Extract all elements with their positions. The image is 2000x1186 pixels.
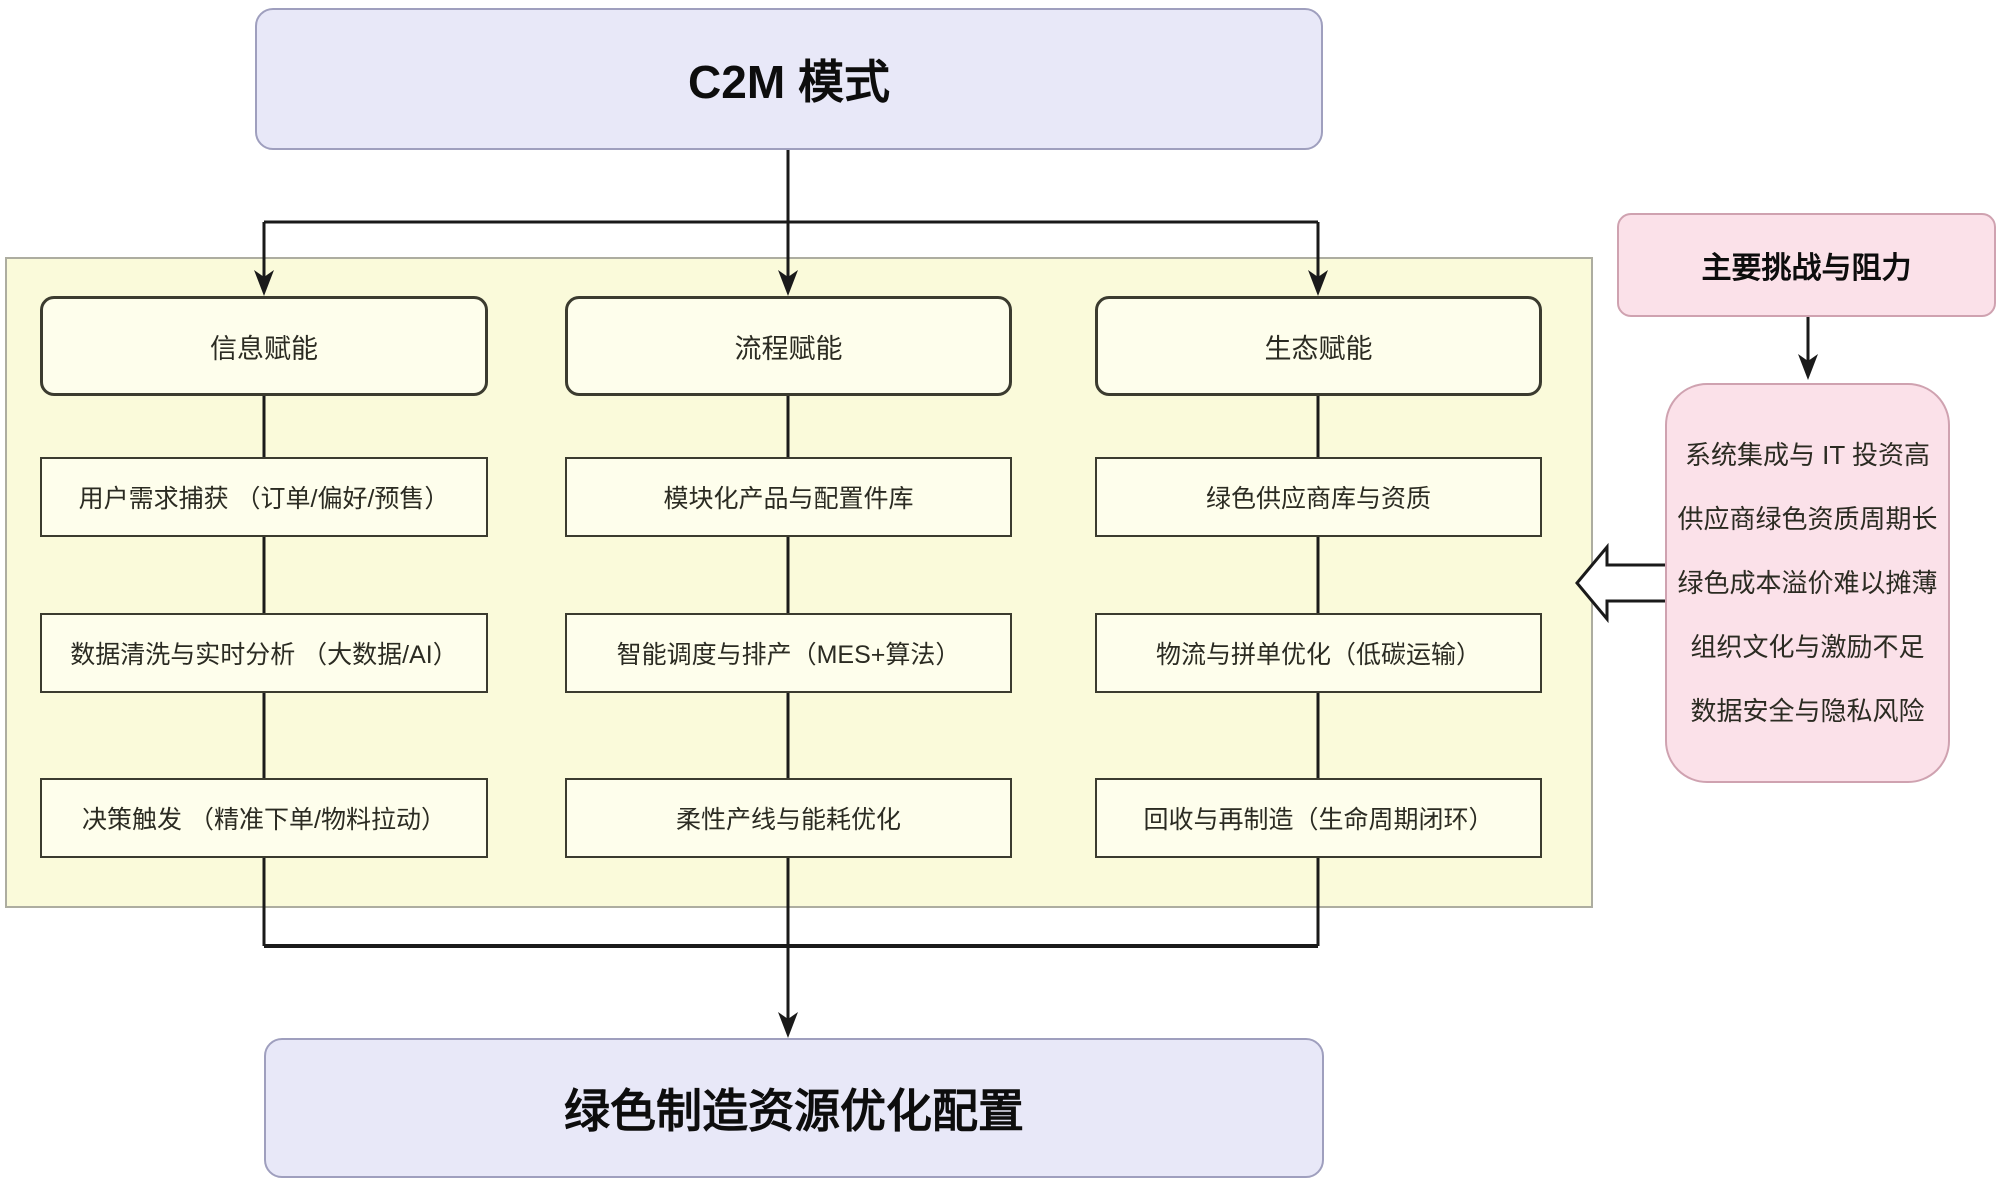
challenges-header: 主要挑战与阻力 bbox=[1617, 213, 1996, 317]
column-header-information: 信息赋能 bbox=[40, 296, 488, 396]
flow-item: 用户需求捕获 （订单/偏好/预售） bbox=[40, 457, 488, 537]
outcome-node: 绿色制造资源优化配置 bbox=[264, 1038, 1324, 1178]
arrowhead-down-icon bbox=[1308, 270, 1328, 296]
challenges-list: 系统集成与 IT 投资高 供应商绿色资质周期长 绿色成本溢价难以摊薄 组织文化与… bbox=[1665, 383, 1950, 783]
flow-item: 柔性产线与能耗优化 bbox=[565, 778, 1012, 858]
column-header-process: 流程赋能 bbox=[565, 296, 1012, 396]
block-arrow-left-icon bbox=[1575, 542, 1669, 624]
challenge-item: 供应商绿色资质周期长 bbox=[1677, 504, 1938, 534]
arrowhead-down-icon bbox=[254, 270, 274, 296]
flow-item: 决策触发 （精准下单/物料拉动） bbox=[40, 778, 488, 858]
flow-item: 智能调度与排产（MES+算法） bbox=[565, 613, 1012, 693]
challenge-item: 组织文化与激励不足 bbox=[1690, 632, 1925, 662]
column-header-ecosystem: 生态赋能 bbox=[1095, 296, 1542, 396]
flow-item: 数据清洗与实时分析 （大数据/AI） bbox=[40, 613, 488, 693]
arrowhead-down-icon bbox=[1798, 354, 1818, 380]
challenge-item: 绿色成本溢价难以摊薄 bbox=[1677, 568, 1938, 598]
arrowhead-down-icon bbox=[778, 1012, 798, 1038]
challenge-item: 系统集成与 IT 投资高 bbox=[1684, 440, 1931, 470]
flow-item: 绿色供应商库与资质 bbox=[1095, 457, 1542, 537]
flow-item: 模块化产品与配置件库 bbox=[565, 457, 1012, 537]
challenge-item: 数据安全与隐私风险 bbox=[1690, 696, 1925, 726]
flow-item: 回收与再制造（生命周期闭环） bbox=[1095, 778, 1542, 858]
root-node-c2m: C2M 模式 bbox=[255, 8, 1323, 150]
flow-item: 物流与拼单优化（低碳运输） bbox=[1095, 613, 1542, 693]
arrowhead-down-icon bbox=[778, 270, 798, 296]
